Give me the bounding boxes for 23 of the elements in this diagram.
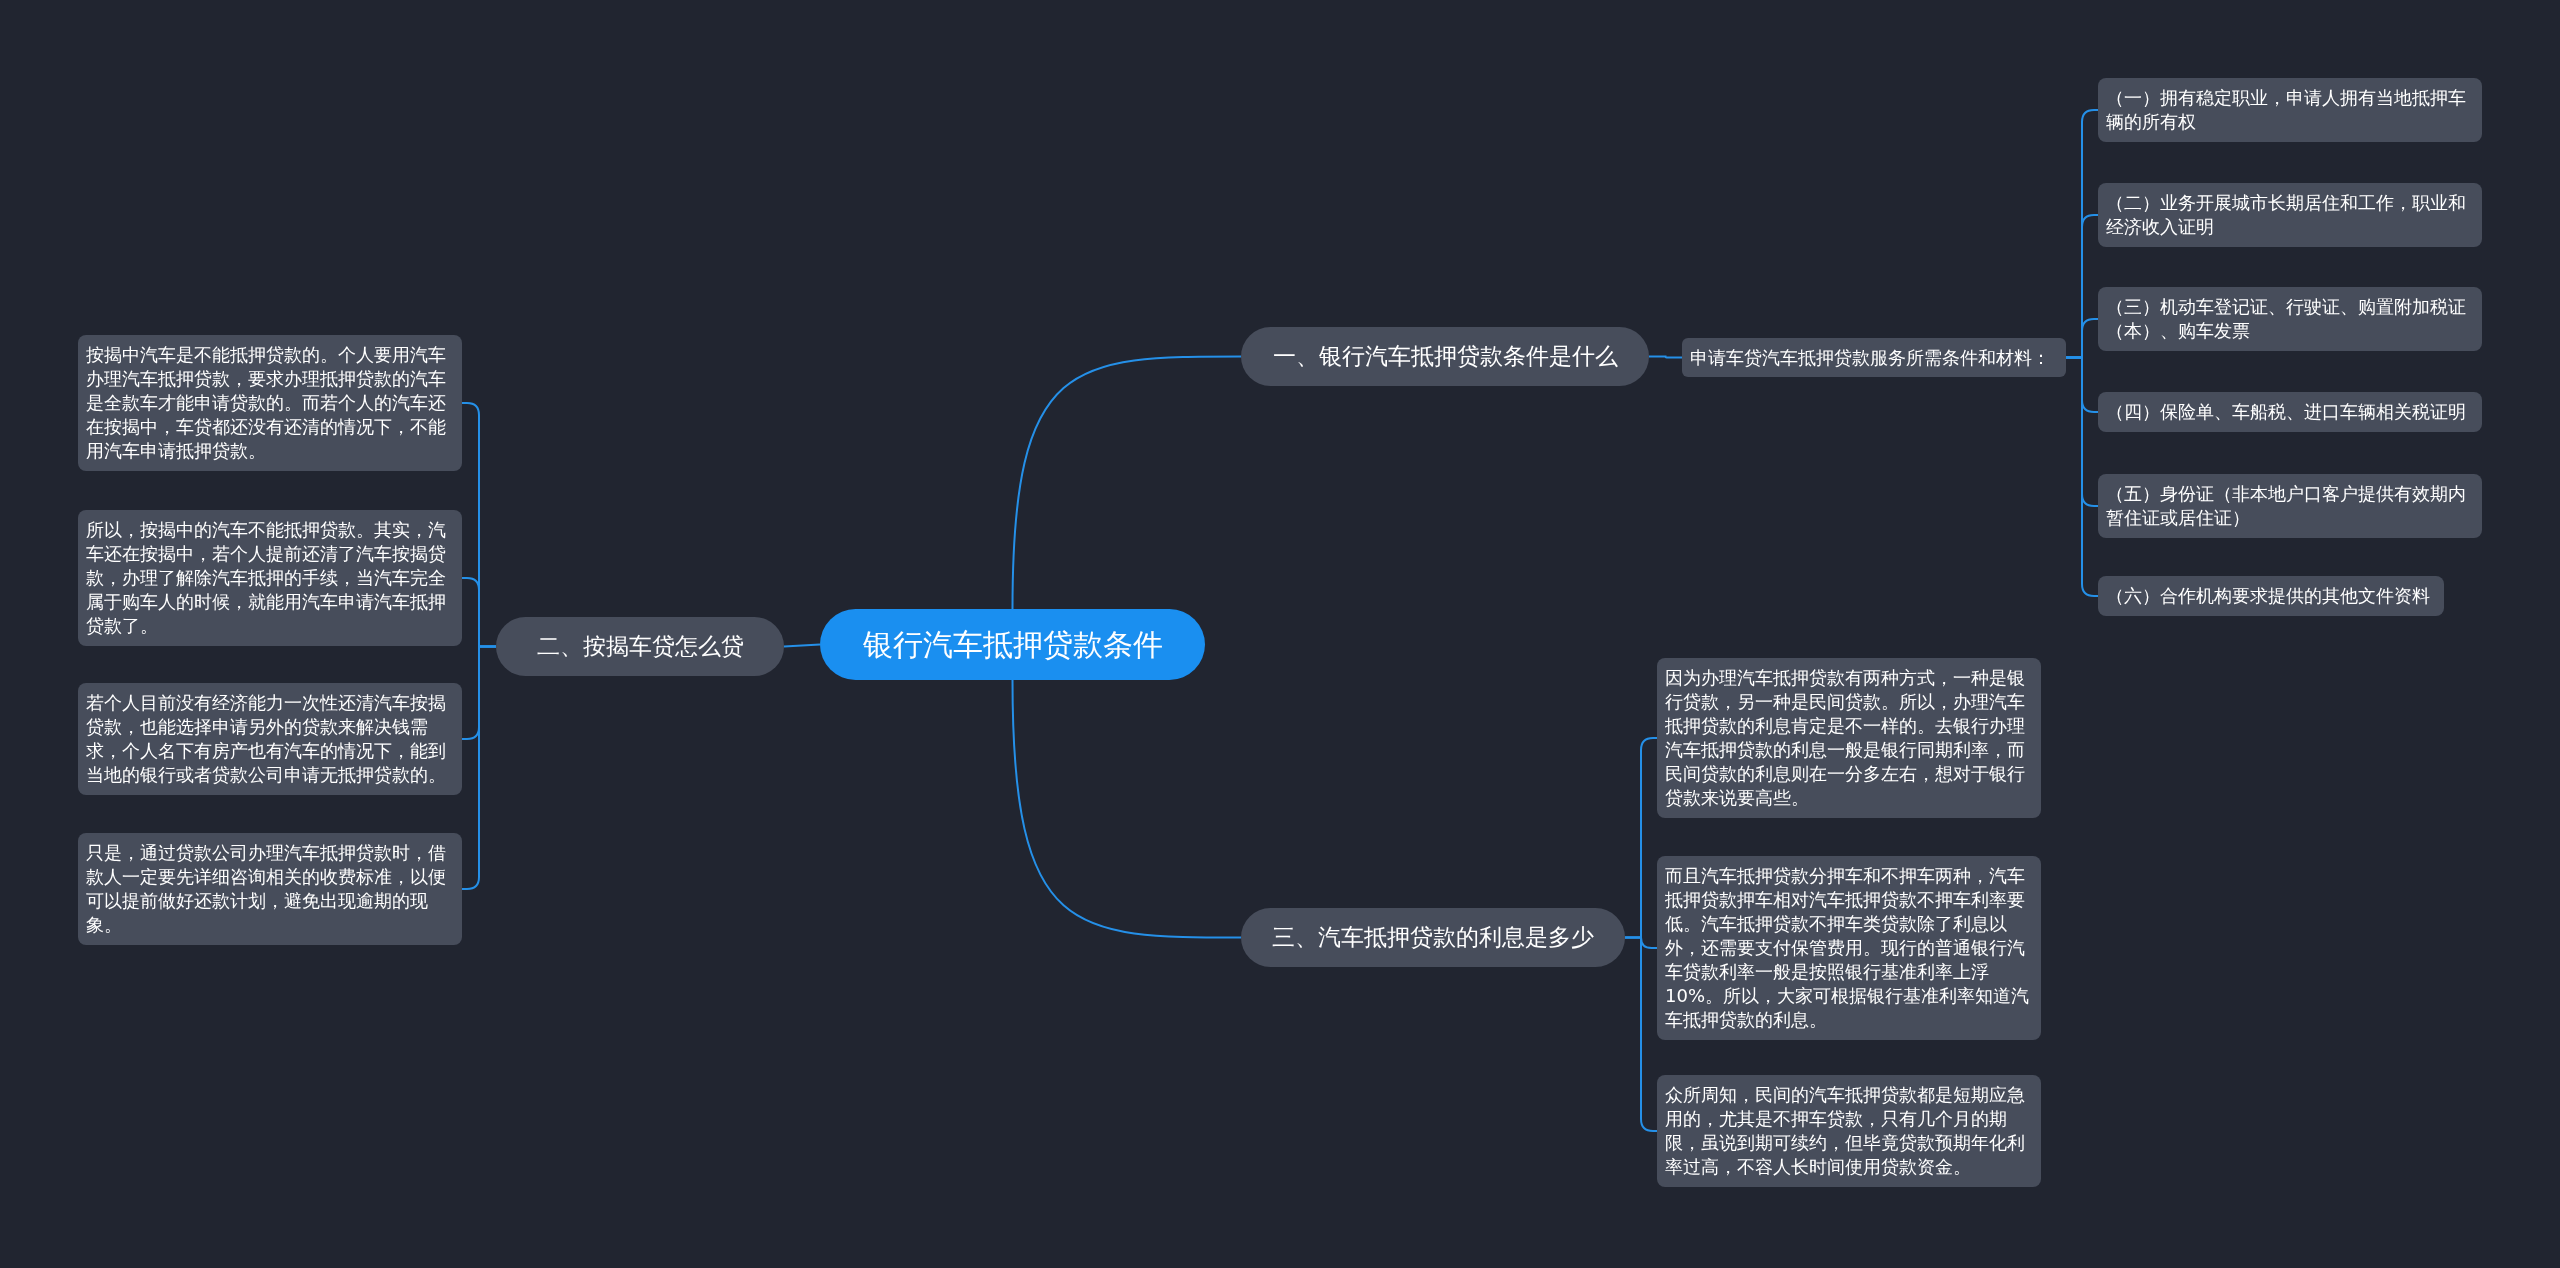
connector-line	[1011, 355, 1242, 610]
branch-topic: 三、汽车抵押贷款的利息是多少	[1241, 908, 1625, 967]
note-box: 若个人目前没有经济能力一次性还清汽车按揭贷款，也能选择申请另外的贷款来解决钱需求，个人名下有房产也有汽车的情况下，能到当地的银行或者贷款公司申请无抵押贷款的。	[78, 683, 462, 795]
note-box: （一）拥有稳定职业，申请人拥有当地抵押车辆的所有权	[2098, 78, 2482, 142]
central-topic: 银行汽车抵押贷款条件	[820, 609, 1205, 680]
connector-line	[1011, 679, 1242, 939]
note-box: 所以，按揭中的汽车不能抵押贷款。其实，汽车还在按揭中，若个人提前还清了汽车按揭贷款，办理了解除汽车抵押的手续，当汽车完全属于购车人的时候，就能用汽车申请汽车抵押贷款了。	[78, 510, 462, 646]
note-box: （六）合作机构要求提供的其他文件资料	[2098, 576, 2444, 616]
note-box: （三）机动车登记证、行驶证、购置附加税证（本）、购车发票	[2098, 287, 2482, 351]
branch-topic: 二、按揭车贷怎么贷	[496, 617, 784, 676]
subtopic-box: 申请车贷汽车抵押贷款服务所需条件和材料：	[1682, 338, 2066, 377]
connector-line	[1624, 936, 1658, 1132]
note-box: 因为办理汽车抵押贷款有两种方式，一种是银行贷款，另一种是民间贷款。所以，办理汽车抵押贷款的利息肯定是不一样的。去银行办理汽车抵押贷款的利息一般是银行同期利率，而民间贷款的利息则在一分多左右，想对于银行贷款来说要高些。	[1657, 658, 2041, 818]
note-box: （二）业务开展城市长期居住和工作，职业和经济收入证明	[2098, 183, 2482, 247]
note-box: （五）身份证（非本地户口客户提供有效期内暂住证或居住证）	[2098, 474, 2482, 538]
connector-line	[1648, 355, 1683, 359]
note-box: 只是，通过贷款公司办理汽车抵押贷款时，借款人一定要先详细咨询相关的收费标准，以便可以提前做好还款计划，避免出现逾期的现象。	[78, 833, 462, 945]
note-box: 而且汽车抵押贷款分押车和不押车两种，汽车抵押贷款押车相对汽车抵押贷款不押车利率要低。汽车抵押贷款不押车类贷款除了利息以外，还需要支付保管费用。现行的普通银行汽车贷款利率一般是按照银行基准利率上浮10%。所以，大家可根据银行基准利率知道汽车抵押贷款的利息。	[1657, 856, 2041, 1040]
note-box: 按揭中汽车是不能抵押贷款的。个人要用汽车办理汽车抵押贷款，要求办理抵押贷款的汽车是全款车才能申请贷款的。而若个人的汽车还在按揭中，车贷都还没有还清的情况下，不能用汽车申请抵押贷款。	[78, 335, 462, 471]
note-box: （四）保险单、车船税、进口车辆相关税证明	[2098, 392, 2482, 432]
connector-line	[783, 643, 821, 648]
note-box: 众所周知，民间的汽车抵押贷款都是短期应急用的，尤其是不押车贷款，只有几个月的期限，虽说到期可续约，但毕竟贷款预期年化利率过高，不容人长时间使用贷款资金。	[1657, 1075, 2041, 1187]
branch-topic: 一、银行汽车抵押贷款条件是什么	[1241, 327, 1649, 386]
